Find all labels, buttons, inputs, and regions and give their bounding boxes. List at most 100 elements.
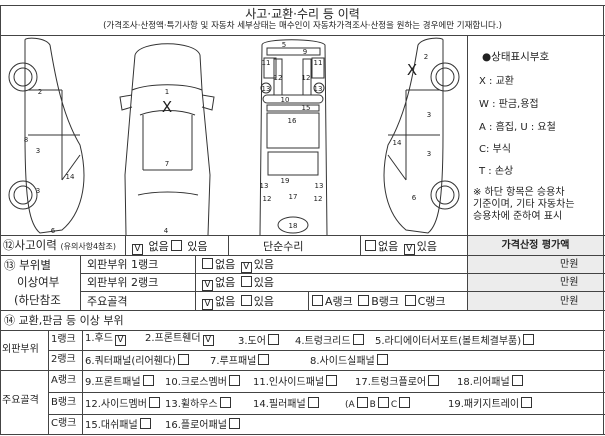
frame-rank-options: A랭크 B랭크 C랭크 — [310, 295, 445, 307]
pillar-checkbox[interactable] — [356, 397, 368, 408]
part-checkbox[interactable] — [326, 375, 338, 386]
part-item: 12.사이드멤버 — [85, 397, 162, 410]
border — [48, 330, 49, 434]
option-label: 있음 — [187, 240, 208, 253]
outer-rank1-label: 외판부위 1랭크 — [87, 258, 159, 271]
part-checkbox[interactable] — [376, 354, 388, 365]
part-checkbox[interactable] — [521, 397, 533, 408]
part-label: 13 — [315, 182, 324, 190]
border — [80, 255, 81, 310]
rank-label: 1랭크 — [51, 334, 76, 345]
part-label: 3 — [36, 187, 40, 195]
border — [125, 235, 126, 255]
part-checkbox[interactable] — [142, 375, 154, 386]
part-item-label: 10.크로스멤버 — [165, 377, 227, 388]
part-item-label: 6.쿼터패널(리어휀다) — [85, 356, 176, 367]
outer-panel-label: 외판부위 — [2, 344, 39, 355]
pillar-checkbox[interactable] — [399, 397, 411, 408]
part-label: 19 — [281, 177, 290, 185]
outer-rank2-label: 외판부위 2랭크 — [87, 276, 159, 289]
part-checkbox[interactable] — [352, 334, 364, 345]
yes-checkbox[interactable]: V — [240, 262, 252, 273]
none-checkbox[interactable] — [202, 258, 213, 269]
border — [468, 273, 603, 274]
part-item: 13.휠하우스 — [165, 397, 233, 410]
part-item-label: 15.대쉬패널 — [85, 420, 138, 431]
border — [0, 255, 605, 256]
parts-label: ⑬ 부위별 — [4, 258, 51, 272]
part-label: 9 — [303, 48, 307, 56]
part-label: 2 — [38, 88, 42, 96]
part-checkbox[interactable] — [148, 397, 160, 408]
border — [48, 350, 605, 351]
part-item-label: 14.필러패널 — [253, 399, 306, 410]
border — [0, 370, 605, 371]
rank-b-checkbox[interactable] — [358, 295, 370, 306]
part-item: 16.플로어패널 — [165, 418, 242, 431]
frame-label: 주요골격 — [87, 295, 128, 308]
border — [308, 291, 309, 310]
price-value: 만원 — [560, 277, 579, 288]
main-frame-label: 주요골격 — [2, 395, 39, 406]
accident-sub-text: (유의사항4참조) — [60, 242, 116, 251]
part-checkbox[interactable] — [139, 418, 151, 429]
part-checkbox[interactable] — [307, 397, 319, 408]
part-checkbox[interactable]: V — [202, 335, 214, 346]
option-label: 없음 — [215, 276, 236, 289]
repair-none-checkbox[interactable] — [365, 240, 376, 251]
part-label: 6 — [412, 194, 417, 202]
pillar-checkbox[interactable] — [377, 397, 389, 408]
part-checkbox[interactable] — [428, 375, 440, 386]
car-left-side: 2 8 3 3 14 6 — [8, 37, 85, 235]
part-label: 14 — [393, 139, 402, 147]
car-diagram: 2 8 3 3 14 6 1 X 7 4 5 9 11 11 12 12 13 … — [8, 37, 460, 235]
part-checkbox[interactable]: V — [114, 335, 126, 346]
part-item: 11.인사이드패널 — [253, 375, 339, 388]
part-item-label: 3.도어 — [238, 336, 266, 347]
option-label: 있음 — [253, 276, 274, 289]
border — [228, 235, 229, 255]
border — [80, 291, 605, 292]
part-checkbox[interactable] — [511, 375, 523, 386]
page-title: 사고·교환·수리 등 이력 — [245, 7, 360, 21]
legend-item: X : 교환 — [479, 76, 514, 87]
price-value: 만원 — [560, 296, 579, 307]
part-checkbox[interactable] — [177, 354, 189, 365]
part-label: 3 — [427, 111, 431, 119]
part-item: 19.패키지트레이 — [448, 397, 534, 410]
none-checkbox[interactable]: V — [202, 280, 213, 291]
part-label: 14 — [66, 173, 75, 181]
part-checkbox[interactable] — [228, 418, 240, 429]
legend-item: W : 판금,용접 — [479, 99, 539, 110]
accident-none-checkbox[interactable]: V — [132, 244, 143, 255]
part-checkbox[interactable] — [267, 334, 279, 345]
accident-yes-checkbox[interactable] — [170, 240, 182, 251]
yes-checkbox[interactable] — [240, 295, 252, 306]
option-label: 없음 — [215, 295, 236, 308]
part-checkbox[interactable] — [523, 334, 535, 345]
rank-a-checkbox[interactable] — [312, 295, 323, 306]
part-checkbox[interactable] — [219, 397, 231, 408]
part-label: 11 — [262, 59, 271, 67]
border — [80, 273, 605, 274]
rank-label: 2랭크 — [51, 354, 76, 365]
part-item: 10.크로스멤버 — [165, 375, 242, 388]
yes-checkbox[interactable] — [240, 276, 252, 287]
simple-repair-label: 단순수리 — [263, 240, 304, 253]
none-checkbox[interactable]: V — [202, 299, 213, 310]
part-checkbox[interactable] — [228, 375, 240, 386]
subtitle: (가격조사·산정액·특기사항 및 자동차 세부상태는 매수인이 자동차가격조사·… — [103, 21, 502, 31]
part-label: 7 — [165, 160, 169, 168]
repair-yes-checkbox[interactable]: V — [403, 244, 415, 255]
part-label: 13 — [262, 85, 271, 93]
rank-c-checkbox[interactable] — [404, 295, 416, 306]
part-item-label: 12.사이드멤버 — [85, 399, 147, 410]
option-label: 없음 — [148, 240, 169, 253]
border — [0, 310, 605, 311]
car-top-view: 1 X 7 4 — [119, 43, 215, 235]
part-checkbox[interactable] — [258, 354, 270, 365]
accident-history-label: ⑫사고이력 (유의사항4참조) — [3, 239, 116, 252]
